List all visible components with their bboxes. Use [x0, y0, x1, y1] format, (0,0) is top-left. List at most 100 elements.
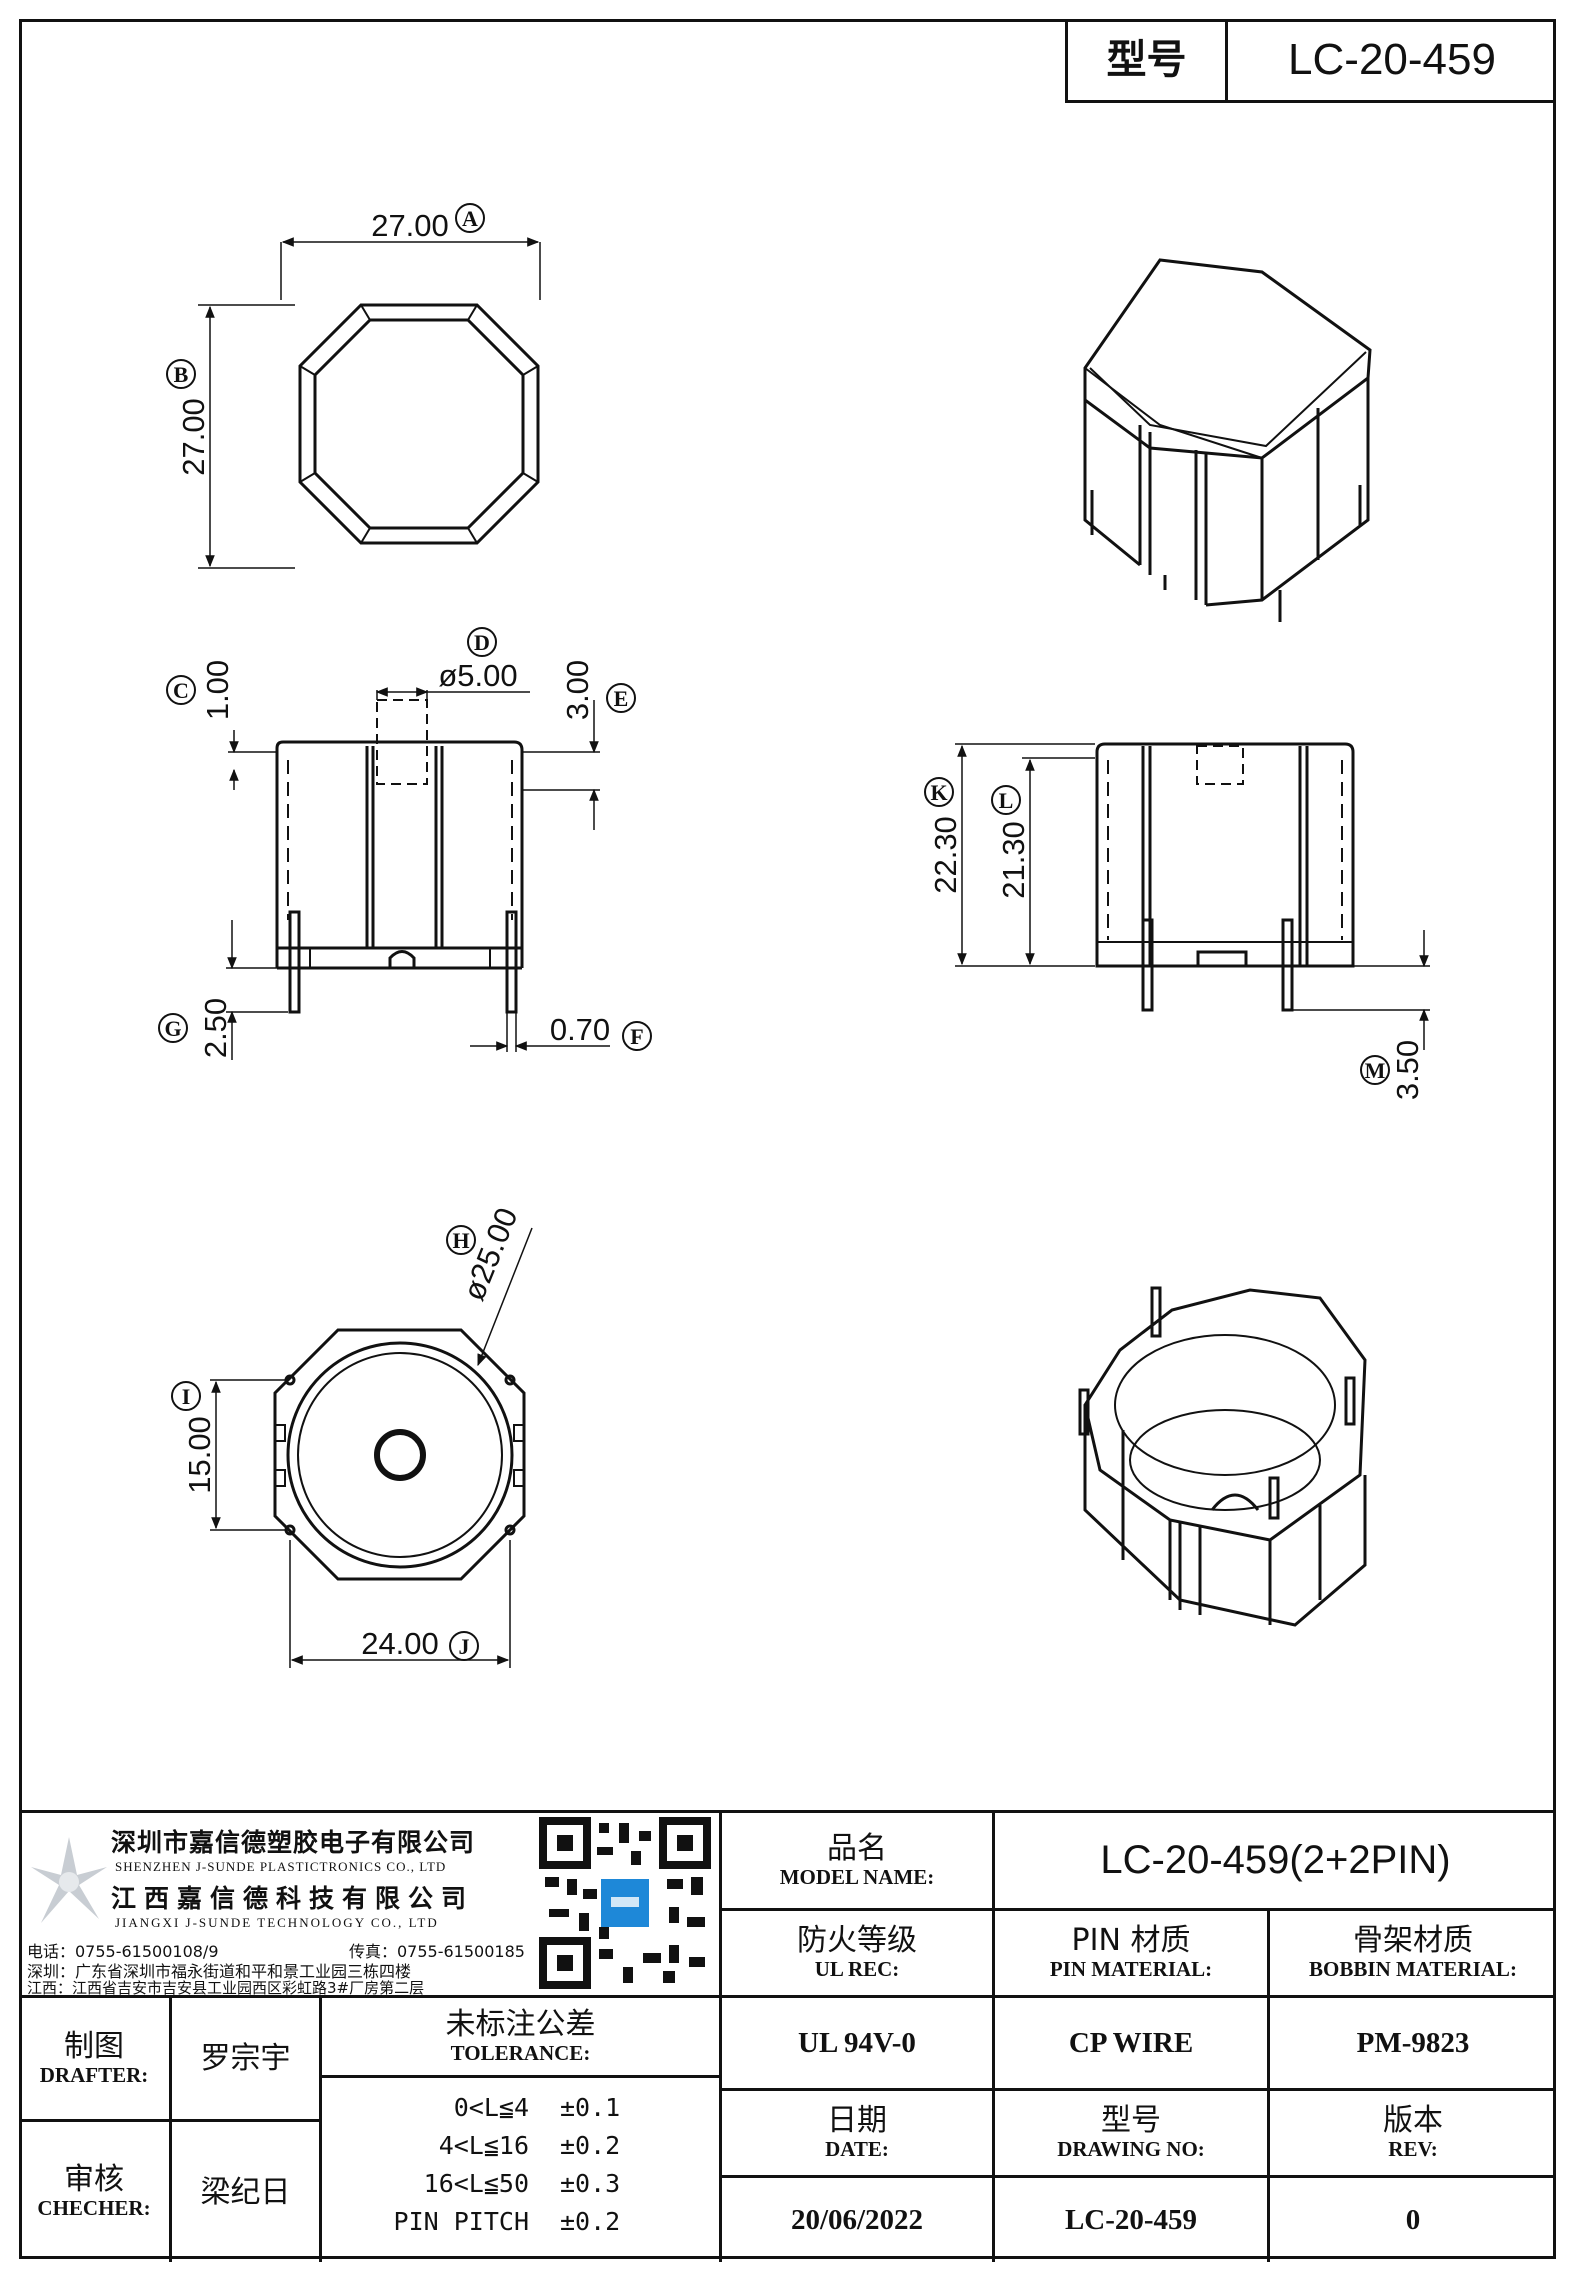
front-view: [226, 687, 610, 1060]
company-address-shenzhen: 深圳：广东省深圳市福永街道和平和景工业园三栋四楼: [27, 1962, 412, 1981]
label-b: B: [166, 359, 196, 389]
svg-text:M: M: [1365, 1058, 1386, 1083]
rev-value: 0: [1405, 2203, 1421, 2236]
label-k: K: [924, 777, 954, 807]
dim-l-text: 21.30: [996, 821, 1031, 899]
label-h: H: [446, 1225, 476, 1255]
tb-divider-left-row: [19, 2119, 319, 2122]
drawing-no-value: LC-20-459: [1064, 2203, 1198, 2236]
label-g: G: [158, 1013, 188, 1043]
tolerance-row-4-range: PIN PITCH: [393, 2207, 529, 2236]
pin-material-value: CP WIRE: [1068, 2026, 1194, 2059]
tb-divider-row: [19, 1995, 1556, 1998]
svg-text:G: G: [164, 1016, 181, 1041]
svg-text:A: A: [462, 206, 478, 231]
reference-labels: A B C D E F G H I J K L M: [158, 203, 1390, 1661]
company-name2-en: JIANGXI J-SUNDE TECHNOLOGY CO., LTD: [115, 1915, 439, 1930]
dim-i-text: 15.00: [182, 1416, 217, 1494]
dim-b-text: 27.00: [176, 398, 211, 476]
label-m: M: [1360, 1055, 1390, 1085]
dim-g-text: 2.50: [198, 998, 233, 1058]
title-block: 深圳市嘉信德塑胶电子有限公司 SHENZHEN J-SUNDE PLASTICT…: [19, 1810, 1556, 2262]
iso-view-top: [1083, 258, 1372, 622]
label-e: E: [606, 683, 636, 713]
label-f: F: [622, 1021, 652, 1051]
company-logo-icon: [31, 1837, 107, 1923]
svg-text:B: B: [174, 362, 189, 387]
qr-code-icon[interactable]: [539, 1817, 711, 1989]
checker-value: 梁纪日: [200, 2174, 291, 2210]
ul-rec-value: UL 94V-0: [798, 2026, 916, 2059]
header-model: LC-20-459: [1288, 34, 1496, 84]
dim-h-text: ø25.00: [456, 1203, 525, 1306]
company-fax: 传真：0755-61500185: [349, 1942, 525, 1961]
svg-text:J: J: [459, 1634, 470, 1659]
drafter-label: 制图 DRAFTER:: [39, 2028, 149, 2087]
tb-divider-model: [719, 1908, 1556, 1911]
dim-d-text: ø5.00: [438, 658, 517, 693]
tolerance-row-3-range: 16<L≦50: [423, 2169, 529, 2198]
svg-text:H: H: [452, 1228, 469, 1253]
drawing-no-label: 型号 DRAWING NO:: [1057, 2103, 1205, 2162]
iso-view-bottom: [1078, 1286, 1367, 1627]
label-a: A: [455, 203, 485, 233]
tolerance-row-4-value: ±0.2: [560, 2207, 621, 2236]
tb-divider-c3: [1267, 1908, 1270, 2262]
side-view: [955, 742, 1430, 1050]
tolerance-label: 未标注公差 TOLERANCE:: [445, 2006, 596, 2065]
drafter-value: 罗宗宇: [200, 2041, 291, 2076]
dim-m-text: 3.50: [1390, 1040, 1425, 1100]
label-j: J: [449, 1631, 479, 1661]
bottom-view: [210, 1227, 533, 1668]
dimension-texts: 27.00 27.00 1.00 ø5.00 3.00 0.70 2.50 ø2…: [176, 208, 1425, 1661]
drawing-views: 27.00 27.00 1.00 ø5.00 3.00 0.70 2.50 ø2…: [158, 203, 1430, 1668]
ul-rec-label: 防火等级 UL REC:: [797, 1923, 917, 1982]
dim-k-text: 22.30: [928, 816, 963, 894]
tb-divider-left1: [169, 1995, 172, 2262]
tolerance-table: 0<L≦4 ±0.1 4<L≦16 ±0.2 16<L≦50 ±0.3 PIN …: [322, 2081, 719, 2262]
svg-text:D: D: [474, 630, 490, 655]
date-value: 20/06/2022: [790, 2203, 924, 2236]
header-box: 型号 LC-20-459: [1065, 19, 1556, 103]
model-name-label: 品名 MODEL NAME:: [779, 1830, 935, 1889]
bobbin-material-label: 骨架材质 BOBBIN MATERIAL:: [1309, 1923, 1517, 1982]
svg-text:F: F: [630, 1024, 643, 1049]
svg-text:K: K: [930, 780, 947, 805]
tolerance-row-1-range: 0<L≦4: [453, 2093, 529, 2122]
bobbin-material-value: PM-9823: [1356, 2026, 1470, 2059]
tb-divider-main: [719, 1813, 722, 2262]
company-name2-cn: 江西嘉信德科技有限公司: [111, 1884, 475, 1913]
label-c: C: [166, 675, 196, 705]
pin-material-label: PIN 材质 PIN MATERIAL:: [1049, 1923, 1213, 1982]
company-name-en: SHENZHEN J-SUNDE PLASTICTRONICS CO., LTD: [115, 1859, 447, 1874]
tolerance-row-3-value: ±0.3: [560, 2169, 621, 2198]
company-phone: 电话：0755-61500108/9: [27, 1942, 219, 1961]
svg-text:C: C: [173, 678, 189, 703]
company-name-cn: 深圳市嘉信德塑胶电子有限公司: [111, 1828, 476, 1857]
tb-divider-r4: [719, 2175, 1556, 2178]
label-i: I: [171, 1381, 201, 1411]
label-l: L: [991, 785, 1021, 815]
tb-divider-r3: [719, 2088, 1556, 2091]
svg-text:I: I: [182, 1384, 191, 1409]
tolerance-row-2-value: ±0.2: [560, 2131, 621, 2160]
tb-divider-tol: [319, 2075, 719, 2078]
label-d: D: [467, 627, 497, 657]
tb-divider-left2: [319, 1995, 322, 2262]
dim-f-text: 0.70: [550, 1012, 610, 1047]
dim-j-text: 24.00: [361, 1626, 439, 1661]
tb-divider-c2: [992, 1813, 995, 2262]
dim-a-text: 27.00: [371, 208, 449, 243]
drawing-frame: [19, 19, 1556, 2259]
rev-label: 版本 REV:: [1383, 2103, 1443, 2162]
svg-text:E: E: [614, 686, 629, 711]
tolerance-row-1-value: ±0.1: [560, 2093, 621, 2122]
model-name-value: LC-20-459(2+2PIN): [1100, 1838, 1451, 1882]
header-label: 型号: [1068, 19, 1228, 100]
company-section: 深圳市嘉信德塑胶电子有限公司 SHENZHEN J-SUNDE PLASTICT…: [19, 1813, 719, 1997]
tolerance-row-2-range: 4<L≦16: [438, 2131, 529, 2160]
top-view: [198, 237, 541, 569]
dim-c-text: 1.00: [200, 660, 235, 720]
checker-label: 审核 CHECHER:: [37, 2162, 151, 2221]
company-address-jiangxi: 江西：江西省吉安市吉安县工业园西区彩虹路3#厂房第二层: [27, 1979, 425, 1997]
